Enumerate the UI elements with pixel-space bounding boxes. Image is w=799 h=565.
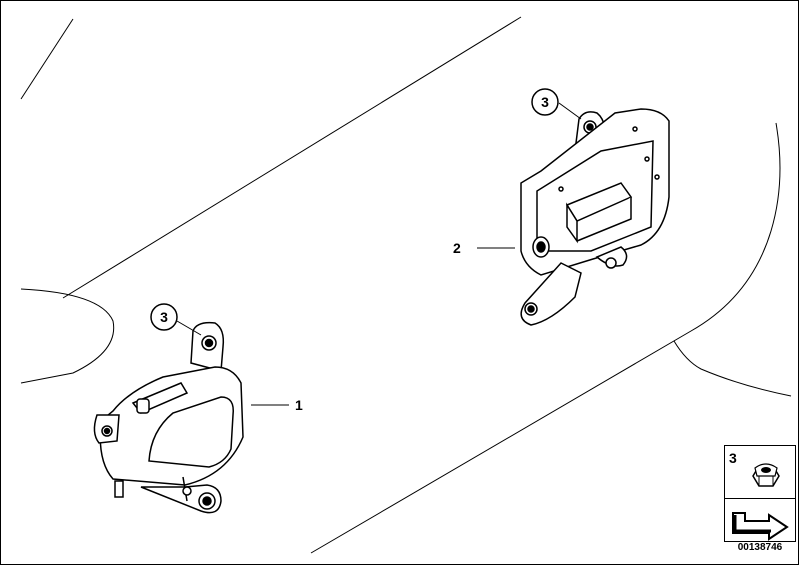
car-body-outline — [20, 16, 792, 554]
part-1-module[interactable] — [93, 321, 244, 514]
callout-circle-3-right[interactable]: 3 — [531, 88, 559, 116]
legend-item-3[interactable]: 3 — [724, 445, 796, 499]
hex-nut-icon — [752, 463, 780, 487]
diagram-id: 00138746 — [737, 542, 783, 553]
callout-3-left-label: 3 — [160, 309, 168, 325]
leader-lines — [176, 102, 582, 406]
part-2-control-unit[interactable] — [520, 108, 670, 326]
part-number-2[interactable]: 2 — [453, 240, 461, 256]
callout-3-right-label: 3 — [541, 94, 549, 110]
return-arrow-icon — [732, 512, 789, 541]
return-navigation-button[interactable] — [724, 498, 796, 542]
callout-circle-3-left[interactable]: 3 — [150, 303, 178, 331]
legend-item-number: 3 — [729, 450, 737, 466]
part-number-1[interactable]: 1 — [295, 397, 303, 413]
